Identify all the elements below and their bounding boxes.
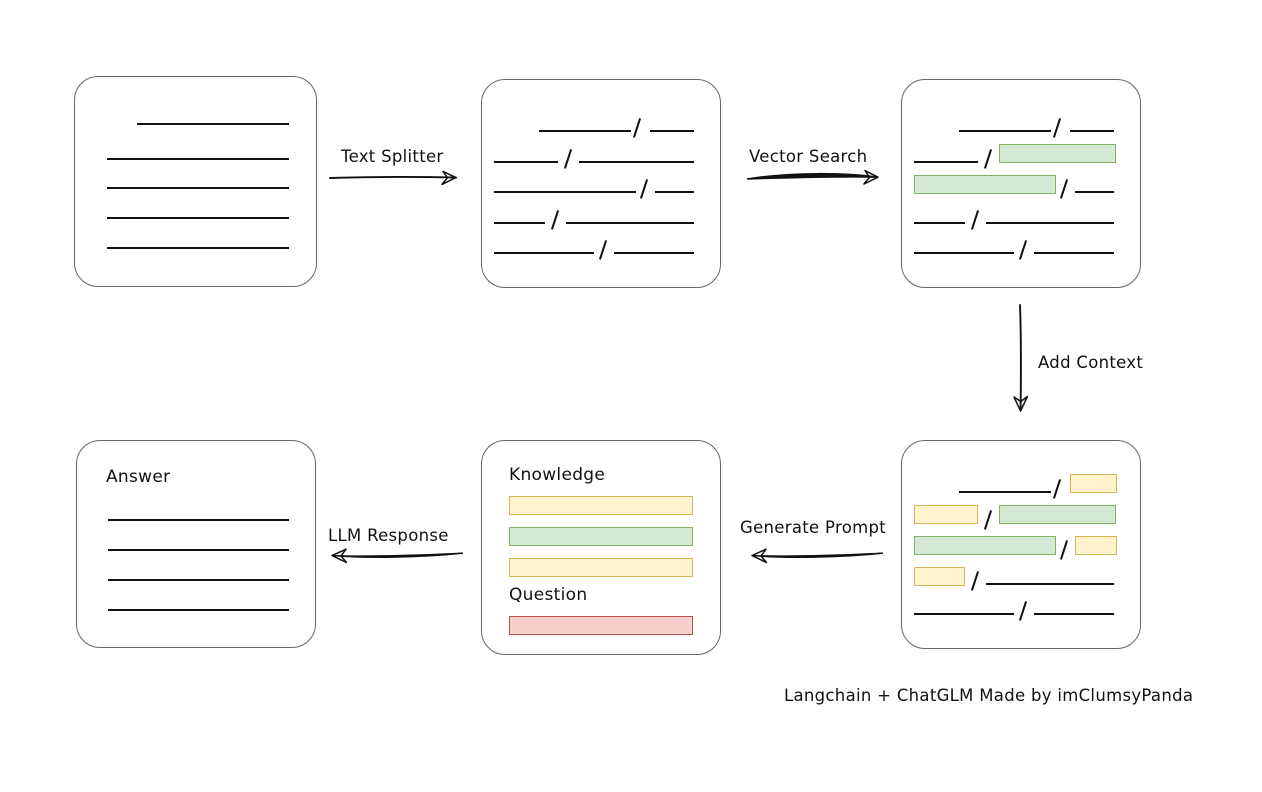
document-line-segment xyxy=(579,161,694,163)
document-line-segment xyxy=(914,613,1014,615)
context-chunk-yellow xyxy=(914,567,965,586)
context-chunk-yellow xyxy=(1070,474,1117,493)
document-line-segment xyxy=(655,191,694,193)
split-document-box xyxy=(481,79,721,288)
question-label: Question xyxy=(509,585,588,605)
arrow-llm-response xyxy=(319,546,467,566)
arrow-text-splitter xyxy=(329,168,470,188)
document-line-segment xyxy=(1075,191,1114,193)
retrieved-chunk-green xyxy=(914,175,1056,194)
knowledge-chunk-yellow xyxy=(509,496,693,515)
segment-slash xyxy=(550,210,560,230)
arrow-add-context-label: Add Context xyxy=(1038,353,1144,372)
document-line-segment xyxy=(1070,130,1114,132)
segment-slash xyxy=(639,179,649,199)
document-line-segment xyxy=(566,222,694,224)
document-line-segment xyxy=(959,130,1051,132)
answer-line xyxy=(108,579,289,581)
segment-slash xyxy=(1052,118,1062,138)
document-line-segment xyxy=(959,491,1051,493)
document-line xyxy=(107,217,289,219)
arrow-add-context xyxy=(1010,304,1034,419)
answer-line xyxy=(108,549,289,551)
context-document-box xyxy=(901,440,1141,649)
document-line xyxy=(107,247,289,249)
segment-slash xyxy=(983,149,993,169)
document-line-segment xyxy=(650,130,694,132)
context-chunk-yellow xyxy=(914,505,978,524)
knowledge-chunk-green xyxy=(509,527,693,546)
knowledge-label: Knowledge xyxy=(509,465,606,485)
context-chunk-green xyxy=(914,536,1056,555)
document-line-segment xyxy=(494,252,594,254)
footer-caption: Langchain + ChatGLM Made by imClumsyPand… xyxy=(784,686,1194,705)
arrow-vector-search xyxy=(746,167,892,189)
document-line-segment xyxy=(494,222,545,224)
vector-search-result-box xyxy=(901,79,1141,288)
document-line-segment xyxy=(494,191,636,193)
context-chunk-yellow xyxy=(1075,536,1117,555)
document-line-segment xyxy=(1034,613,1114,615)
document-line-segment xyxy=(494,161,558,163)
question-chunk-red xyxy=(509,616,693,635)
answer-line xyxy=(108,519,289,521)
segment-slash xyxy=(1059,540,1069,560)
arrow-generate-prompt xyxy=(739,546,887,566)
context-chunk-green xyxy=(999,505,1116,524)
document-line xyxy=(107,187,289,189)
document-line xyxy=(107,158,289,160)
document-line-segment xyxy=(614,252,694,254)
document-line-segment xyxy=(539,130,631,132)
segment-slash xyxy=(983,510,993,530)
segment-slash xyxy=(1059,179,1069,199)
segment-slash xyxy=(598,240,608,260)
document-line-segment xyxy=(986,222,1114,224)
document-line xyxy=(137,123,289,125)
document-line-segment xyxy=(986,583,1114,585)
segment-slash xyxy=(970,571,980,591)
segment-slash xyxy=(632,118,642,138)
document-line-segment xyxy=(914,222,965,224)
answer-box: Answer xyxy=(76,440,316,648)
prompt-box: Knowledge Question xyxy=(481,440,721,655)
segment-slash xyxy=(1018,601,1028,621)
document-line-segment xyxy=(1034,252,1114,254)
segment-slash xyxy=(970,210,980,230)
document-line-segment xyxy=(914,161,978,163)
document-line-segment xyxy=(914,252,1014,254)
answer-label: Answer xyxy=(106,467,171,487)
arrow-text-splitter-label: Text Splitter xyxy=(341,147,444,166)
arrow-vector-search-label: Vector Search xyxy=(749,147,868,166)
answer-line xyxy=(108,609,289,611)
segment-slash xyxy=(563,149,573,169)
knowledge-chunk-yellow xyxy=(509,558,693,577)
arrow-llm-response-label: LLM Response xyxy=(328,526,449,545)
retrieved-chunk-green xyxy=(999,144,1116,163)
segment-slash xyxy=(1018,240,1028,260)
source-document-box xyxy=(74,76,317,287)
arrow-generate-prompt-label: Generate Prompt xyxy=(740,518,886,537)
segment-slash xyxy=(1052,479,1062,499)
